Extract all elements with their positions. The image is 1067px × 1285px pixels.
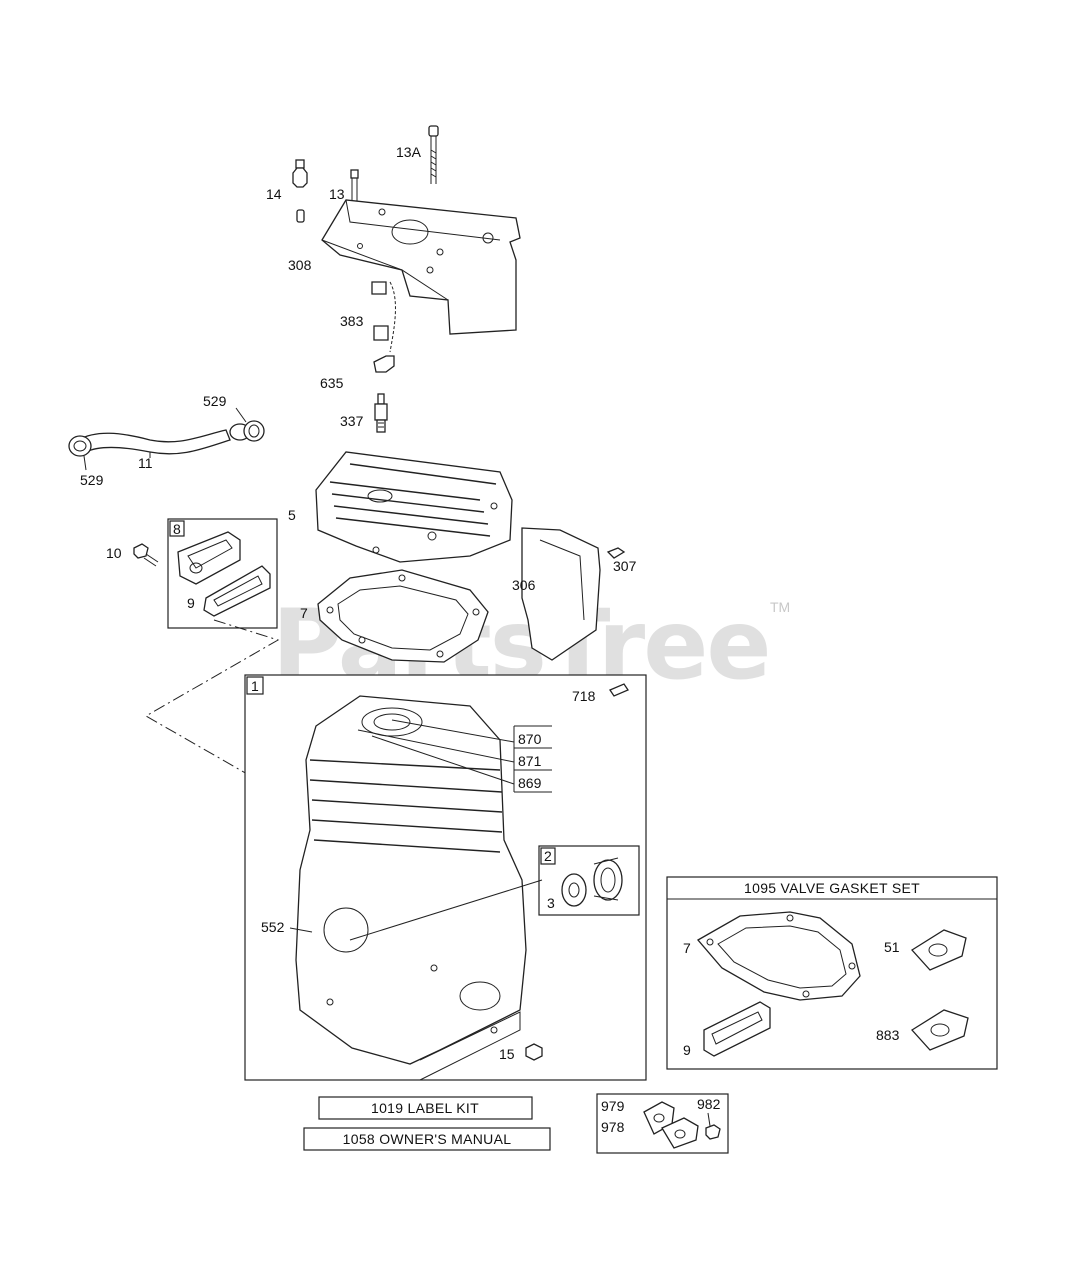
spark-plug-boot-383[interactable] — [371, 281, 396, 353]
callout-306: 306 — [512, 577, 536, 593]
callout-8: 8 — [173, 521, 181, 537]
label-kit-box — [318, 1096, 533, 1120]
vgs-callout-51: 51 — [884, 939, 900, 955]
intake-elbow-8[interactable] — [177, 531, 241, 585]
vgs-callout-883: 883 — [876, 1027, 900, 1043]
bolt-13a[interactable] — [428, 125, 439, 184]
owners-manual-box — [303, 1127, 551, 1151]
callout-5: 5 — [288, 507, 296, 523]
callout-13: 13 — [329, 186, 345, 202]
vgs-callout-7: 7 — [683, 940, 691, 956]
plug-15[interactable] — [525, 1043, 543, 1061]
watermark-trademark: TM — [770, 599, 790, 615]
callout-15: 15 — [499, 1046, 515, 1062]
callout-718: 718 — [572, 688, 596, 704]
callout-979: 979 — [601, 1098, 625, 1114]
vgs-callout-9: 9 — [683, 1042, 691, 1058]
callout-7: 7 — [300, 605, 308, 621]
callout-11: 11 — [138, 455, 153, 471]
gasket-9-intake[interactable] — [203, 565, 271, 617]
screw-13[interactable] — [350, 169, 359, 205]
callout-982: 982 — [697, 1096, 721, 1112]
fastener-parts-978-979[interactable] — [643, 1101, 699, 1149]
vgs-gasket-883[interactable] — [910, 1009, 969, 1051]
label-kit-text: 1019 LABEL KIT — [371, 1100, 479, 1116]
callout-13a: 13A — [396, 144, 422, 160]
dowel-pin-718[interactable] — [609, 683, 629, 697]
bearing-2[interactable] — [593, 857, 623, 901]
assembly-leader-line — [144, 619, 311, 811]
hose-clamp-529-left[interactable] — [68, 435, 92, 457]
valve-gasket-set-title: 1095 VALVE GASKET SET — [744, 880, 920, 896]
oil-seal-3[interactable] — [561, 873, 587, 907]
callout-14: 14 — [266, 186, 282, 202]
terminal-635[interactable] — [373, 355, 395, 373]
nut-14[interactable] — [292, 159, 308, 223]
vgs-gasket-51[interactable] — [910, 929, 967, 971]
owners-manual-text: 1058 OWNER'S MANUAL — [343, 1131, 512, 1147]
box-1-tag — [246, 676, 264, 695]
callout-307: 307 — [613, 558, 637, 574]
hose-clamp-529-right[interactable] — [229, 420, 265, 442]
callout-10: 10 — [106, 545, 122, 561]
bolt-10[interactable] — [133, 543, 159, 567]
callout-978: 978 — [601, 1119, 625, 1135]
cylinder-head-5[interactable] — [315, 451, 513, 563]
box-2-tag — [540, 847, 556, 865]
callout-529-right: 529 — [203, 393, 227, 409]
callout-635: 635 — [320, 375, 344, 391]
callout-871: 871 — [518, 753, 542, 769]
spark-plug-337[interactable] — [374, 393, 388, 433]
callout-337: 337 — [340, 413, 364, 429]
breather-hose-11[interactable] — [77, 429, 231, 455]
callout-383: 383 — [340, 313, 364, 329]
cylinder-baffle-306[interactable] — [521, 527, 601, 661]
callout-552: 552 — [261, 919, 285, 935]
callout-529-left: 529 — [80, 472, 104, 488]
callout-870: 870 — [518, 731, 542, 747]
screw-307[interactable] — [606, 547, 626, 559]
cylinder-block[interactable] — [295, 695, 527, 1081]
callout-9: 9 — [187, 595, 195, 611]
callout-2: 2 — [544, 848, 552, 864]
screw-982[interactable] — [705, 1112, 721, 1140]
vgs-gasket-9[interactable] — [703, 1001, 771, 1057]
vgs-head-gasket-7[interactable] — [696, 911, 861, 1001]
cylinder-head-shield-308[interactable] — [321, 199, 521, 335]
callout-869: 869 — [518, 775, 542, 791]
head-gasket-7[interactable] — [317, 569, 489, 663]
callout-308: 308 — [288, 257, 312, 273]
callout-1: 1 — [251, 678, 259, 694]
callout-3: 3 — [547, 895, 555, 911]
box-8-tag — [169, 520, 185, 537]
